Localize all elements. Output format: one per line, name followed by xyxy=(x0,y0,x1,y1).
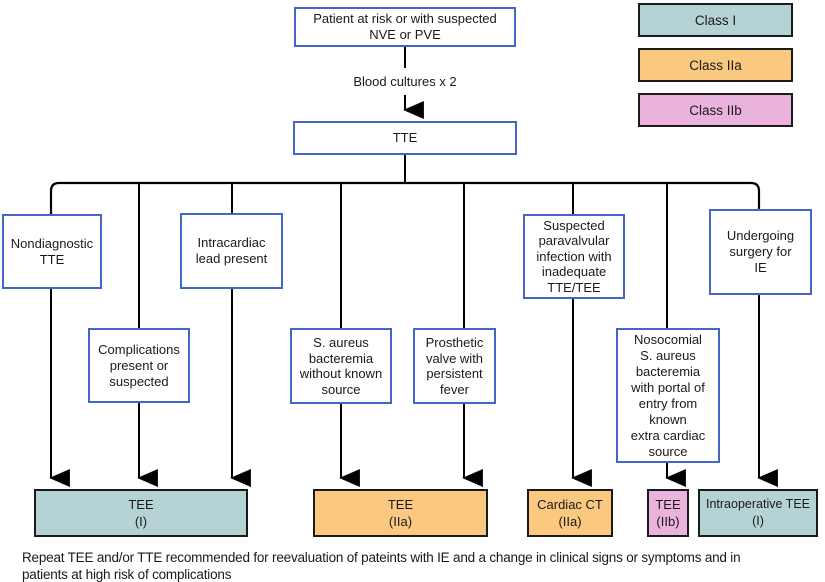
node-nosocomial-bacteremia: Nosocomial S. aureus bacteremia with por… xyxy=(616,328,720,463)
node-undergoing-surgery: Undergoing surgery for IE xyxy=(709,209,812,295)
outcome-cardiac-ct: Cardiac CT (IIa) xyxy=(527,489,613,537)
node-prosthetic-valve: Prosthetic valve with persistent fever xyxy=(413,328,496,404)
node-s-aureus-bacteremia: S. aureus bacteremia without known sourc… xyxy=(290,328,392,404)
outcome-tee-class2a: TEE (IIa) xyxy=(313,489,488,537)
footnote-text: Repeat TEE and/or TTE recommended for re… xyxy=(22,550,741,582)
node-tte: TTE xyxy=(293,121,517,155)
node-intracardiac-lead: Intracardiac lead present xyxy=(180,213,283,289)
outcome-intraoperative-tee: Intraoperative TEE (I) xyxy=(698,489,818,537)
legend-class-i: Class I xyxy=(638,3,793,37)
edge-label-blood-cultures: Blood cultures x 2 xyxy=(353,74,457,89)
legend-class-iia: Class IIa xyxy=(638,48,793,82)
node-complications: Complications present or suspected xyxy=(88,328,190,403)
node-paravalvular-infection: Suspected paravalvular infection with in… xyxy=(523,214,625,299)
node-patient-at-risk: Patient at risk or with suspected NVE or… xyxy=(294,7,516,47)
legend-class-iib: Class IIb xyxy=(638,93,793,127)
node-nondiagnostic-tte: Nondiagnostic TTE xyxy=(2,214,102,289)
outcome-tee-class1: TEE (I) xyxy=(34,489,248,537)
outcome-tee-class2b: TEE (IIb) xyxy=(647,489,689,537)
